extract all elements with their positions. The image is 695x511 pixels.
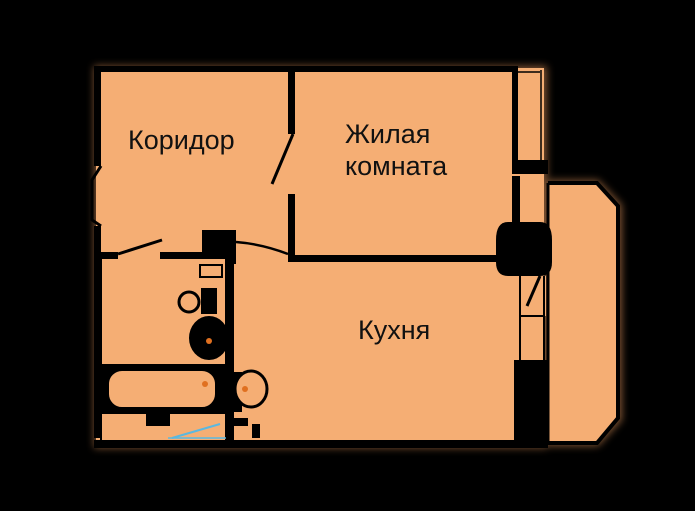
kitchen-door-arc (235, 240, 289, 256)
pipes (168, 418, 260, 439)
entrance-door (90, 165, 103, 228)
room-label-living-room-line2: комната (345, 151, 448, 181)
exterior-walls (94, 66, 548, 448)
bathroom (100, 259, 269, 440)
bathroom-door (117, 238, 163, 256)
bathtub-icon (101, 364, 225, 426)
kitchen-balcony-door (518, 275, 546, 360)
sink-icon (233, 369, 269, 412)
column (496, 222, 552, 276)
living-window (515, 70, 542, 160)
room-label-kitchen: Кухня (358, 315, 431, 345)
interior-walls (98, 70, 510, 442)
toilet-icon (177, 288, 229, 360)
room-label-living-room-line1: Жилая (345, 119, 431, 149)
vent-box (199, 264, 223, 278)
interior-doors (117, 133, 295, 256)
living-room-door (270, 133, 295, 185)
room-label-corridor: Коридор (128, 125, 235, 155)
